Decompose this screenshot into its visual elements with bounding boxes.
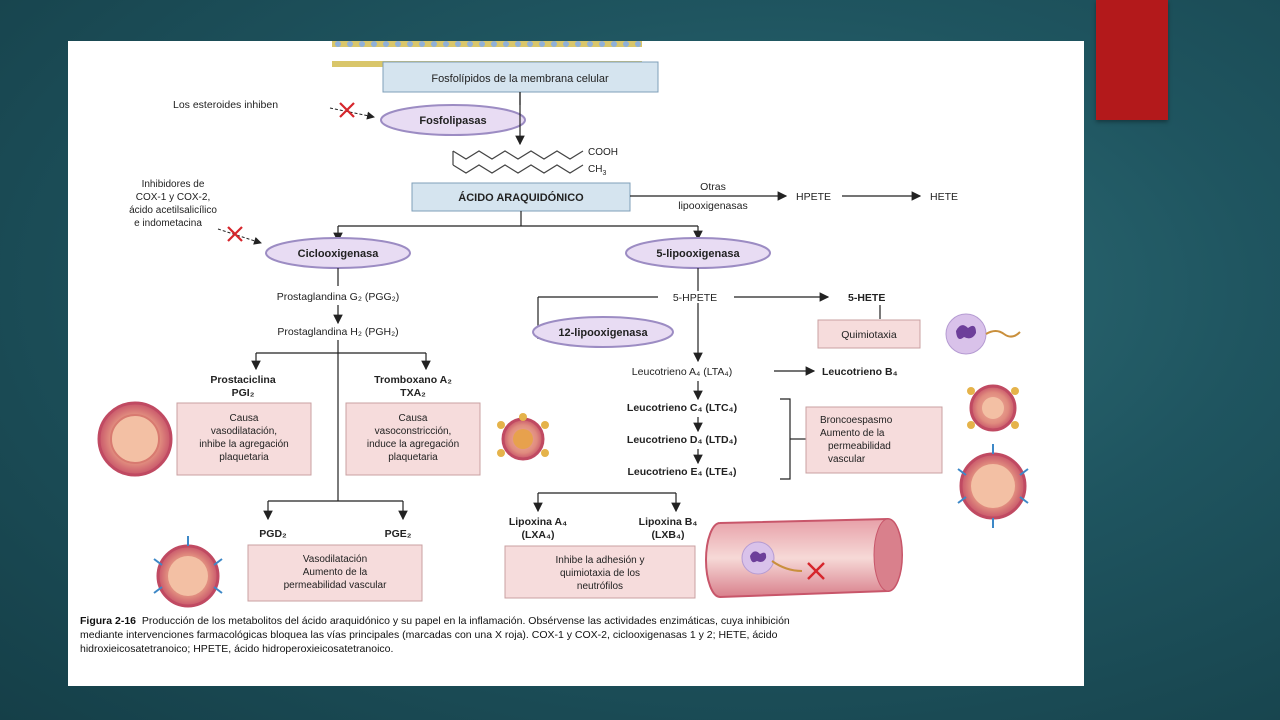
svg-text:(LXA₄): (LXA₄)	[522, 529, 555, 541]
lox12-label: 12-lipooxigenasa	[558, 327, 648, 339]
txa2-effect-text: Causa vasoconstricción, induce la agrega…	[367, 413, 459, 463]
phospholipase-label: Fosfolipasas	[419, 115, 486, 127]
figure-caption: Figura 2-16 Producción de los metabolito…	[80, 614, 1070, 656]
pge2-label: PGE₂	[385, 528, 412, 540]
lipoxin-a4-label: Lipoxina A₄ (LXA₄)	[509, 516, 567, 541]
membrane-box	[382, 61, 659, 93]
caption-line-2: mediante intervenciones farmacológicas b…	[80, 629, 778, 641]
ch3-label: CH3	[588, 164, 606, 177]
figure-panel: Fosfolípidos de la membrana celular Los …	[68, 41, 1084, 686]
svg-text:Inhibidores de: Inhibidores de	[142, 179, 205, 190]
txa2-effect-box	[345, 402, 481, 476]
chemotaxis-box	[817, 319, 921, 349]
neutrophil-icon	[945, 313, 1021, 355]
thromboxane-label: Tromboxano A₂ TXA₂	[374, 374, 452, 399]
svg-text:quimiotaxia de los: quimiotaxia de los	[560, 568, 640, 579]
svg-text:vascular: vascular	[828, 454, 866, 465]
arachidonic-label: ÁCIDO ARAQUIDÓNICO	[458, 191, 584, 204]
pgi2-effect-box	[176, 402, 312, 476]
blood-vessel-adhesion-icon	[705, 517, 903, 599]
caption-line-1: Producción de los metabolitos del ácido …	[141, 615, 790, 627]
ltb4-label: Leucotrieno B₄	[822, 366, 898, 378]
cooh-label: COOH	[588, 147, 618, 158]
steroids-note: Los esteroides inhiben	[173, 99, 278, 111]
other-lox-line1: Otras	[700, 181, 726, 193]
svg-text:Broncoespasmo: Broncoespasmo	[820, 415, 893, 426]
arachidonic-structure-icon	[452, 150, 584, 174]
prostacyclin-label: Prostaciclina PGI₂	[210, 374, 276, 399]
svg-text:Vasodilatación: Vasodilatación	[303, 554, 367, 565]
svg-text:Causa: Causa	[399, 413, 428, 424]
other-lox-line2: lipooxigenasas	[678, 200, 747, 212]
svg-text:vasoconstricción,: vasoconstricción,	[375, 426, 452, 437]
svg-text:Aumento de la: Aumento de la	[820, 428, 885, 439]
svg-text:induce la agregación: induce la agregación	[367, 439, 459, 450]
leukotriene-effect-text: Broncoespasmo Aumento de la permeabilida…	[820, 415, 893, 465]
pg-effect-box	[247, 544, 423, 602]
lta4-label: Leucotrieno A₄ (LTA₄)	[632, 366, 732, 378]
inhibition-x-icon	[227, 226, 243, 242]
svg-text:Causa: Causa	[230, 413, 259, 424]
hpete5-label: 5-HPETE	[673, 292, 717, 304]
svg-text:Inhibe la adhesión y: Inhibe la adhesión y	[556, 555, 645, 566]
svg-text:COX-1 y COX-2,: COX-1 y COX-2,	[136, 192, 210, 203]
vessel-permeable-icon	[957, 444, 1029, 528]
ltc4-label: Leucotrieno C₄ (LTC₄)	[627, 402, 737, 414]
lox12-node	[532, 316, 674, 348]
svg-text:PGI₂: PGI₂	[232, 387, 255, 399]
svg-text:inhibe la agregación: inhibe la agregación	[199, 439, 289, 450]
pgi2-effect-text: Causa vasodilatación, inhibe la agregaci…	[199, 413, 289, 463]
hete-label: HETE	[930, 191, 958, 203]
lipoxin-b4-label: Lipoxina B₄ (LXB₄)	[639, 516, 698, 541]
bronchus-icon	[967, 384, 1019, 432]
svg-text:permeabilidad: permeabilidad	[828, 441, 891, 452]
svg-text:(LXB₄): (LXB₄)	[652, 529, 685, 541]
caption-line-3: hidroxieicosatetranoico; HPETE, ácido hi…	[80, 643, 394, 655]
pgg2-label: Prostaglandina G₂ (PGG₂)	[277, 291, 400, 303]
slide-accent-tab	[1096, 0, 1168, 120]
hpete-label: HPETE	[796, 191, 831, 203]
vessel-permeable-icon	[153, 536, 223, 608]
phospholipase-node	[380, 104, 526, 136]
svg-text:Lipoxina B₄: Lipoxina B₄	[639, 516, 698, 528]
lipoxin-effect-text: Inhibe la adhesión y quimiotaxia de los …	[556, 555, 645, 592]
svg-text:e indometacina: e indometacina	[134, 218, 202, 229]
leukotriene-effect-box	[805, 406, 943, 474]
arachidonic-acid-box	[411, 182, 631, 212]
lipoxin-effect-box	[504, 545, 696, 599]
svg-text:neutrófilos: neutrófilos	[577, 581, 623, 592]
vessel-dilated-icon	[97, 401, 173, 477]
cox-inhibitors-note: Inhibidores de COX-1 y COX-2, ácido acet…	[129, 179, 217, 229]
svg-text:permeabilidad vascular: permeabilidad vascular	[284, 580, 388, 591]
pgd2-label: PGD₂	[259, 528, 287, 540]
lox5-label: 5-lipooxigenasa	[656, 248, 740, 260]
vessel-constricted-icon	[497, 413, 549, 461]
svg-text:plaquetaria: plaquetaria	[219, 452, 269, 463]
hete5-label: 5-HETE	[848, 292, 885, 304]
pg-effect-text: Vasodilatación Aumento de la permeabilid…	[284, 554, 388, 591]
cox-label: Ciclooxigenasa	[298, 248, 380, 260]
svg-text:Tromboxano A₂: Tromboxano A₂	[374, 374, 452, 386]
svg-text:Prostaciclina: Prostaciclina	[210, 374, 276, 386]
membrane-label: Fosfolípidos de la membrana celular	[431, 73, 609, 85]
chemotaxis-label: Quimiotaxia	[841, 329, 897, 341]
svg-text:plaquetaria: plaquetaria	[388, 452, 438, 463]
pathway-diagram: Fosfolípidos de la membrana celular Los …	[97, 41, 1029, 608]
svg-text:TXA₂: TXA₂	[400, 387, 426, 399]
inhibition-x-icon	[339, 102, 355, 118]
svg-text:Lipoxina A₄: Lipoxina A₄	[509, 516, 567, 528]
ltd4-label: Leucotrieno D₄ (LTD₄)	[627, 434, 737, 446]
svg-text:Aumento de la: Aumento de la	[303, 567, 368, 578]
svg-text:ácido acetilsalicílico: ácido acetilsalicílico	[129, 205, 217, 216]
pgh2-label: Prostaglandina H₂ (PGH₂)	[277, 326, 398, 338]
svg-text:vasodilatación,: vasodilatación,	[211, 426, 277, 437]
lte4-label: Leucotrieno E₄ (LTE₄)	[628, 466, 737, 478]
figure-number: Figura 2-16	[80, 615, 137, 627]
